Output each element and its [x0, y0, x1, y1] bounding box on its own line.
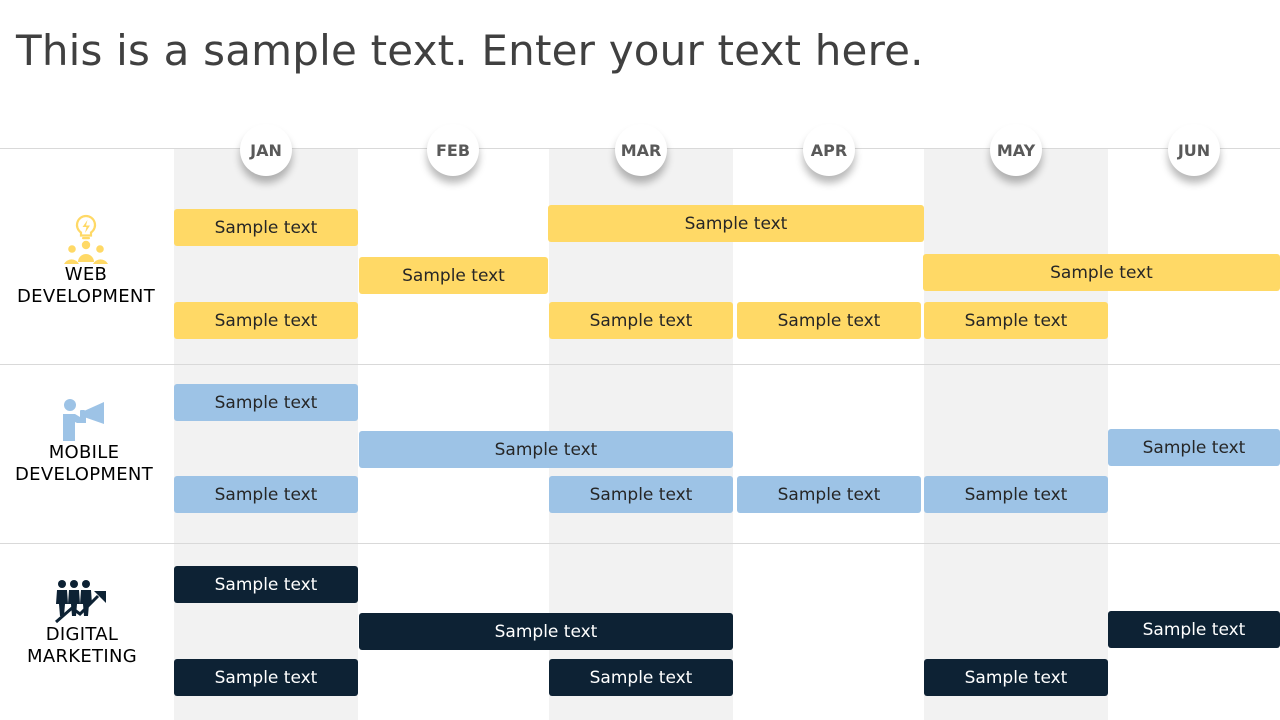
month-may: MAY: [990, 124, 1042, 176]
column-shade-may: [924, 148, 1108, 720]
category-web-development: WEB DEVELOPMENT: [6, 212, 166, 308]
task-bar-web-mar[interactable]: Sample text: [549, 302, 733, 339]
task-bar-marketing-jan-top[interactable]: Sample text: [174, 566, 358, 603]
month-feb: FEB: [427, 124, 479, 176]
task-bar-mobile-mar[interactable]: Sample text: [549, 476, 733, 513]
task-bar-marketing-feb-mar[interactable]: Sample text: [359, 613, 733, 650]
task-bar-web-jan-bottom[interactable]: Sample text: [174, 302, 358, 339]
task-bar-mobile-jun[interactable]: Sample text: [1108, 429, 1280, 466]
category-digital-marketing: DIGITAL MARKETING: [2, 578, 162, 668]
growth-team-icon: [55, 580, 106, 624]
month-apr: APR: [803, 124, 855, 176]
idea-team-icon: [64, 214, 108, 264]
category-label-line1: DIGITAL: [45, 624, 119, 645]
row-divider-web: [0, 364, 1280, 365]
category-label-line2: MARKETING: [27, 646, 137, 667]
task-bar-mobile-feb-mar[interactable]: Sample text: [359, 431, 733, 468]
task-bar-marketing-mar[interactable]: Sample text: [549, 659, 733, 696]
slide-title: This is a sample text. Enter your text h…: [16, 26, 924, 75]
task-bar-marketing-jun[interactable]: Sample text: [1108, 611, 1280, 648]
month-jun: JUN: [1168, 124, 1220, 176]
megaphone-person-icon: [63, 399, 104, 441]
task-bar-mobile-apr[interactable]: Sample text: [737, 476, 921, 513]
task-bar-web-feb[interactable]: Sample text: [359, 257, 548, 294]
month-mar: MAR: [615, 124, 667, 176]
task-bar-web-jan-top[interactable]: Sample text: [174, 209, 358, 246]
task-bar-web-apr[interactable]: Sample text: [737, 302, 921, 339]
category-mobile-development: MOBILE DEVELOPMENT: [4, 398, 164, 486]
task-bar-mobile-jan-bottom[interactable]: Sample text: [174, 476, 358, 513]
task-bar-web-mar-apr[interactable]: Sample text: [548, 205, 924, 242]
category-label-line1: MOBILE: [48, 442, 120, 463]
category-label-line1: WEB: [64, 264, 108, 285]
row-divider-mobile: [0, 543, 1280, 544]
task-bar-marketing-jan-bottom[interactable]: Sample text: [174, 659, 358, 696]
task-bar-mobile-jan-top[interactable]: Sample text: [174, 384, 358, 421]
task-bar-web-may[interactable]: Sample text: [924, 302, 1108, 339]
task-bar-web-may-jun[interactable]: Sample text: [923, 254, 1280, 291]
task-bar-mobile-may[interactable]: Sample text: [924, 476, 1108, 513]
category-label-line2: DEVELOPMENT: [17, 286, 155, 307]
task-bar-marketing-may[interactable]: Sample text: [924, 659, 1108, 696]
category-label-line2: DEVELOPMENT: [15, 464, 153, 485]
month-jan: JAN: [240, 124, 292, 176]
